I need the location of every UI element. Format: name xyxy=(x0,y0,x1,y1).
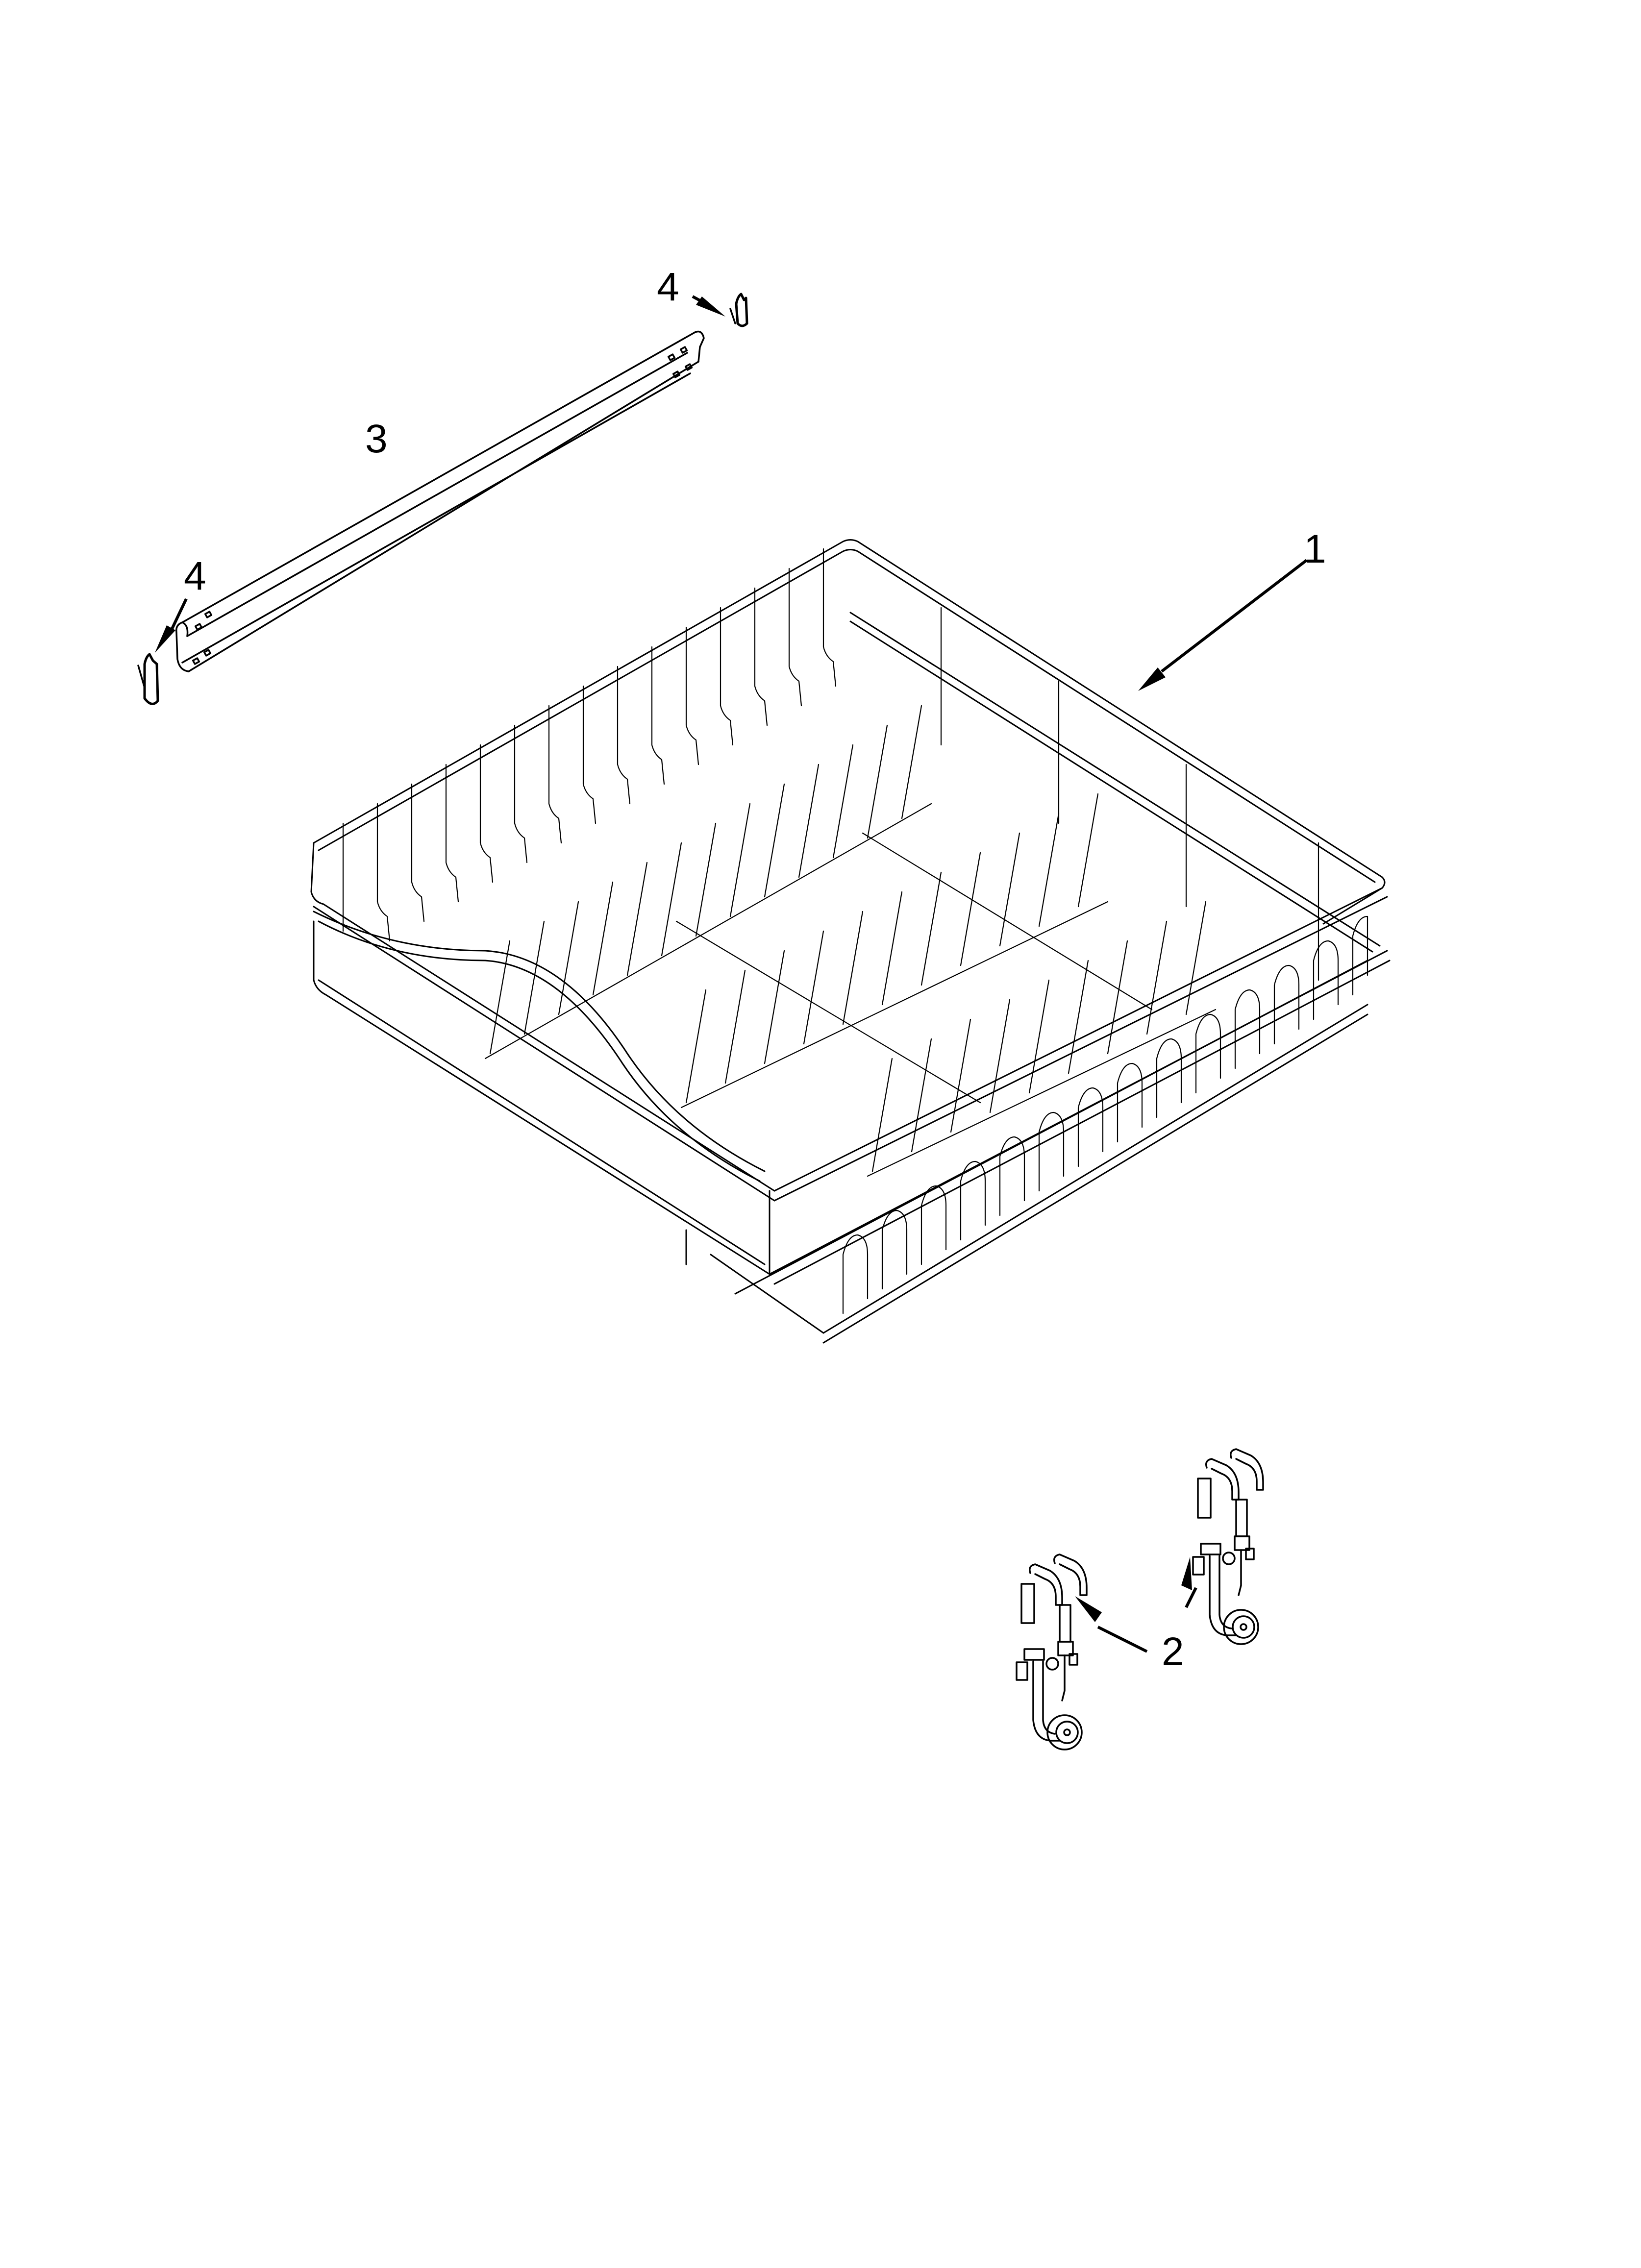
end-cap-rear xyxy=(729,293,748,327)
callout-label-2: 2 xyxy=(1162,1629,1184,1674)
leader-line-4b xyxy=(155,598,188,653)
leader-line-2a xyxy=(1075,1596,1148,1653)
end-cap-front xyxy=(137,653,159,705)
leader-line-1 xyxy=(1138,559,1308,691)
callout-label-3: 3 xyxy=(365,417,388,461)
leader-line-4a xyxy=(692,295,725,317)
roller-adjuster-right xyxy=(1192,1448,1264,1645)
back-wall-tines xyxy=(342,548,837,942)
callout-label-1: 1 xyxy=(1304,527,1326,571)
callout-label-4-rear: 4 xyxy=(657,265,679,309)
callout-label-4-front: 4 xyxy=(184,554,206,598)
front-wall-tines xyxy=(842,915,1368,1314)
rail-part xyxy=(175,330,705,672)
right-wall-posts xyxy=(940,607,1319,981)
leader-line-2b xyxy=(1181,1557,1197,1608)
roller-adjuster-left xyxy=(1016,1553,1088,1750)
interior-tines xyxy=(484,705,1217,1177)
dish-rack xyxy=(310,539,1391,1344)
